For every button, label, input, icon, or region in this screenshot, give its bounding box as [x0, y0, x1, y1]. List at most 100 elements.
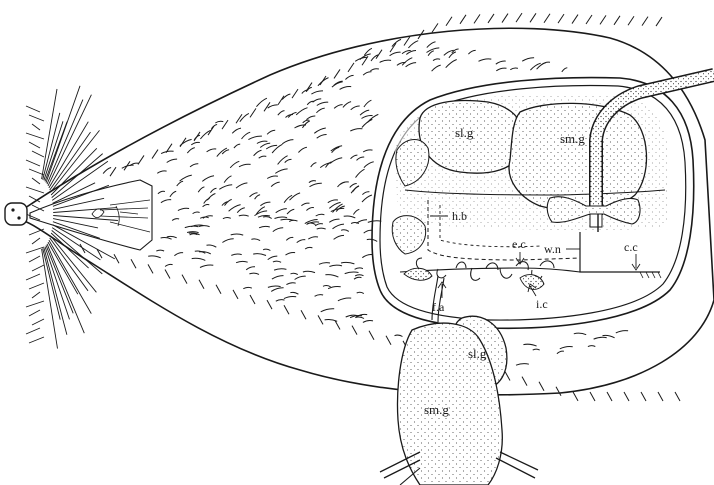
edge-hair — [641, 392, 646, 401]
edge-hair — [502, 14, 508, 23]
body-hair — [255, 195, 261, 199]
body-hair — [364, 100, 372, 107]
body-hair — [224, 176, 231, 183]
mouthpart-cone — [30, 180, 152, 250]
body-hair — [239, 215, 249, 216]
body-hair — [317, 228, 326, 229]
body-hair — [249, 273, 259, 274]
body-hair — [321, 309, 335, 312]
body-hair — [316, 108, 324, 113]
body-hair — [237, 208, 245, 213]
body-hair — [161, 238, 172, 240]
edge-hair — [80, 244, 85, 253]
edge-hair — [446, 17, 452, 26]
proboscis-tip — [5, 203, 27, 225]
body-hair — [207, 149, 217, 152]
edge-hair — [250, 108, 256, 117]
body-hair — [408, 41, 418, 48]
edge-hair — [522, 377, 527, 386]
edge-hair — [376, 50, 382, 59]
body-hair — [345, 272, 359, 274]
bristle — [32, 292, 40, 298]
edge-hair — [572, 15, 578, 24]
body-hair — [297, 240, 306, 243]
body-hair — [310, 183, 322, 186]
body-hair — [268, 256, 278, 260]
bristle — [26, 274, 40, 280]
bristle — [26, 328, 40, 334]
body-hair — [354, 277, 362, 279]
body-hair — [562, 68, 568, 72]
label-i-c: i.c — [536, 297, 548, 311]
body-hair — [263, 217, 272, 219]
body-hair — [267, 176, 278, 178]
edge-hair — [558, 14, 564, 23]
label-c-c: c.c — [624, 240, 638, 254]
body-hair — [268, 286, 281, 287]
edge-hair — [474, 14, 480, 23]
bristle — [53, 222, 100, 239]
body-hair — [239, 164, 251, 167]
tip-dot-upper — [11, 208, 14, 211]
body-hair — [355, 275, 363, 276]
body-hair — [180, 175, 192, 181]
pin-right — [496, 452, 538, 478]
body-hair — [234, 144, 240, 148]
body-hair — [344, 216, 356, 218]
body-hair — [362, 116, 373, 119]
body-hair — [522, 58, 534, 62]
body-hair — [306, 208, 314, 211]
bristle — [32, 319, 44, 325]
edge-hair — [460, 15, 466, 24]
edge-hair — [278, 96, 284, 105]
body-hair — [187, 232, 199, 233]
body-hair — [231, 254, 241, 255]
body-hair — [259, 226, 270, 227]
body-hair — [362, 119, 372, 127]
body-hair — [616, 331, 628, 333]
body-hair — [355, 317, 364, 318]
body-hair — [130, 163, 139, 166]
edge-hair — [390, 43, 396, 52]
body-hair — [523, 344, 536, 346]
body-hair — [191, 142, 200, 144]
body-hair — [156, 250, 164, 251]
body-hair — [363, 320, 373, 322]
body-hair — [187, 148, 195, 154]
body-hair — [588, 346, 595, 347]
body-hair — [318, 78, 329, 86]
label-f-a: f.a — [432, 300, 445, 314]
body-hair — [161, 200, 171, 203]
edge-hair — [505, 372, 510, 381]
body-hair — [510, 68, 518, 70]
body-hair — [355, 268, 363, 269]
edge-hair — [658, 392, 663, 401]
body-hair — [364, 230, 372, 233]
edge-hair — [628, 16, 634, 25]
edge-hair — [182, 275, 187, 284]
bristle — [29, 256, 40, 262]
body-hair — [268, 105, 278, 108]
body-hair — [351, 106, 360, 110]
edge-hair — [386, 336, 391, 345]
body-hair — [362, 195, 372, 202]
body-hair — [203, 205, 210, 207]
body-hair — [246, 267, 255, 270]
body-hair — [271, 182, 280, 187]
body-hair — [350, 184, 357, 188]
body-hair — [278, 111, 285, 116]
body-hair — [516, 364, 529, 366]
body-hair — [364, 162, 374, 168]
body-hair — [334, 235, 344, 239]
bristle — [32, 178, 40, 184]
body-hair — [298, 147, 307, 152]
body-hair — [316, 214, 325, 216]
body-hair — [362, 255, 372, 258]
left-inner-lobe-lower — [392, 216, 425, 254]
edge-hair — [335, 321, 340, 330]
edge-hair — [432, 23, 438, 32]
body-hair — [353, 209, 359, 214]
edge-hair — [148, 264, 153, 273]
body-hair — [165, 264, 173, 266]
bristle — [29, 142, 40, 148]
